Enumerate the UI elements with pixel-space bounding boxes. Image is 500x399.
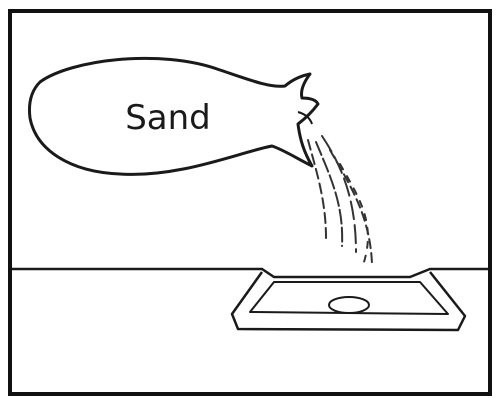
sand-stream-line: [321, 135, 357, 253]
tray-outer: [230, 271, 467, 332]
tray-inner: [249, 281, 449, 315]
sand-stream-line: [315, 141, 344, 247]
sand-stream: [307, 135, 373, 265]
ground-line: [12, 267, 488, 279]
sand-stream-line: [329, 149, 373, 265]
bag-tie-line: [297, 111, 313, 125]
bag-label: Sand: [125, 98, 211, 138]
tray-hole: [328, 296, 370, 314]
sand-stream-line: [307, 139, 327, 239]
